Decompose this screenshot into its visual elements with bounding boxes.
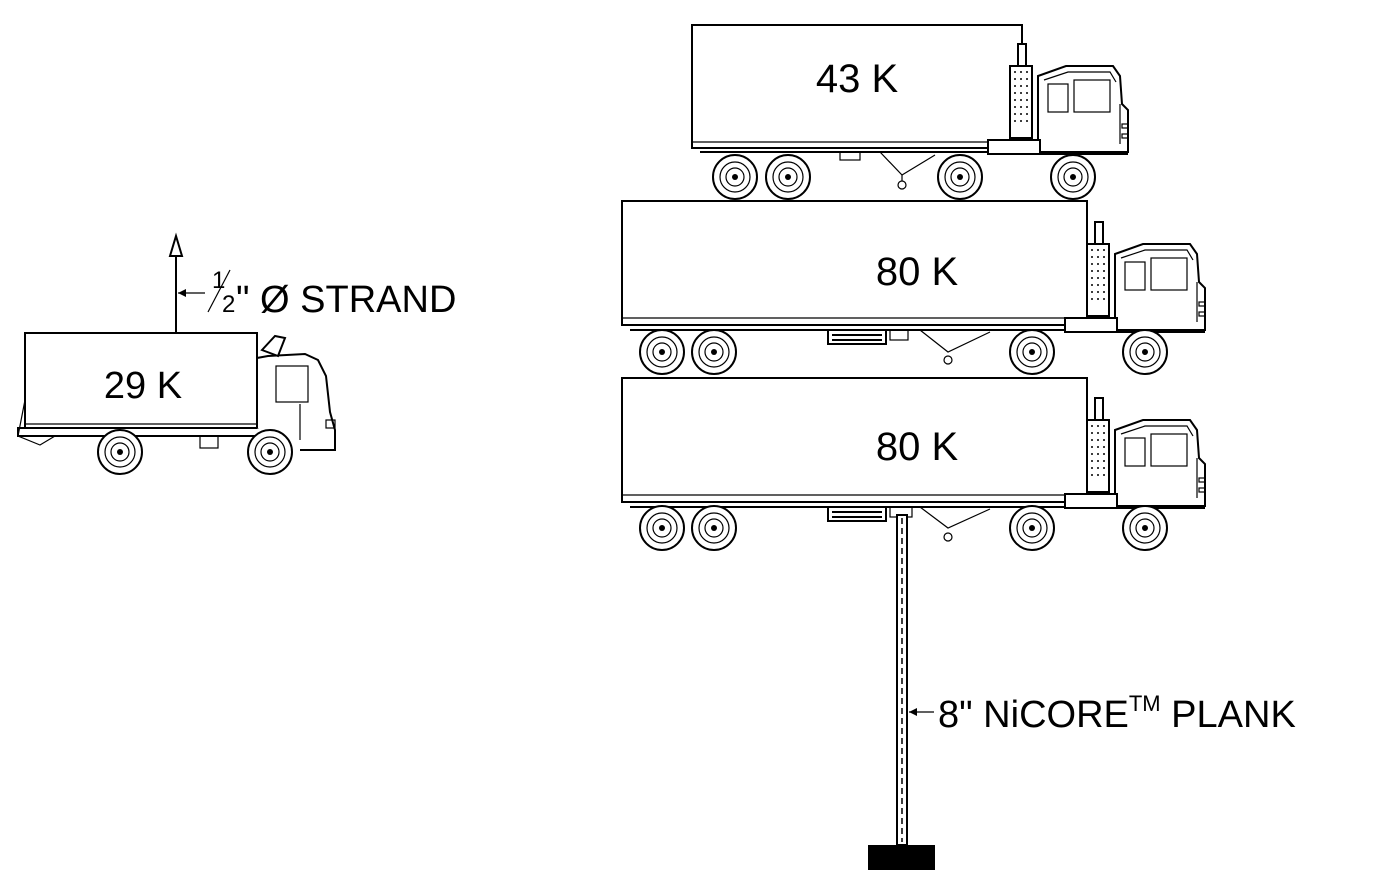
bottom-truck-trailer [621, 377, 1088, 503]
strand-label: " Ø STRAND [236, 279, 456, 321]
plank-callout: 8" NiCORETM PLANK [868, 514, 1296, 870]
middle-truck: 80 K [621, 200, 1206, 375]
small-truck-load-label: 29 K [104, 365, 182, 407]
plank-label: 8" NiCORETM PLANK [938, 691, 1296, 736]
bottom-truck-load-label: 80 K [876, 425, 959, 469]
strand-arrow-icon [168, 232, 184, 257]
plank-trademark: TM [1129, 691, 1161, 716]
plank-label-end: PLANK [1161, 694, 1296, 736]
strand-fraction-numerator: 1 [212, 267, 225, 294]
top-truck: 43 K [691, 24, 1129, 200]
top-truck-load-label: 43 K [816, 57, 899, 101]
plank-label-main: 8" NiCORE [938, 694, 1129, 736]
strand-fraction-denominator: 2 [222, 291, 235, 318]
small-truck-box [24, 332, 258, 429]
strand-callout: 1 2 " Ø STRAND [168, 232, 456, 333]
bottom-truck: 80 K [621, 377, 1206, 551]
plank-support [868, 845, 935, 870]
middle-truck-trailer [621, 200, 1088, 326]
small-truck: 29 K [17, 332, 336, 475]
top-truck-trailer [691, 24, 1023, 149]
middle-truck-load-label: 80 K [876, 250, 959, 294]
